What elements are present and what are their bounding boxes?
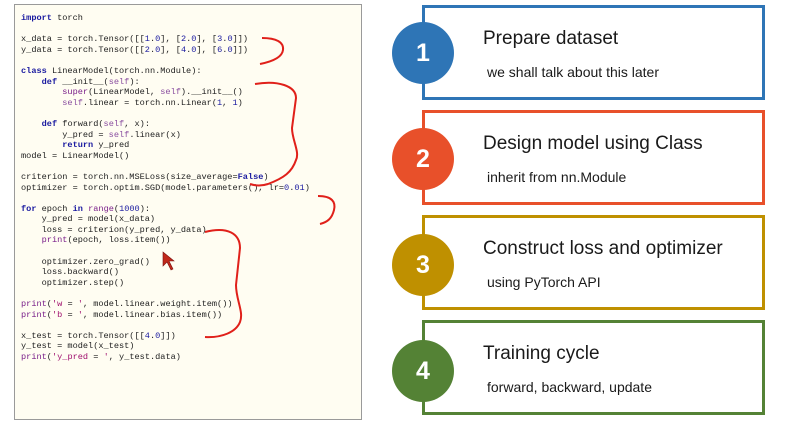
code-line: y_pred = model(x_data) xyxy=(21,214,156,225)
step-card-training-cycle: Training cycle forward, backward, update xyxy=(422,320,765,415)
code-line: x_test = torch.Tensor([[4.0]]) xyxy=(21,330,176,341)
code-line: return y_pred xyxy=(62,140,130,151)
code-line: loss = criterion(y_pred, y_data) xyxy=(21,224,207,235)
code-line: optimizer.step() xyxy=(21,277,125,288)
code-line: for epoch in range(1000): xyxy=(21,203,151,214)
code-line: def forward(self, x): xyxy=(41,118,150,129)
step-subtitle: inherit from nn.Module xyxy=(487,169,627,185)
code-line: model = LinearModel() xyxy=(21,150,130,161)
code-line: optimizer.zero_grad() xyxy=(21,256,150,267)
step-subtitle: using PyTorch API xyxy=(487,274,601,290)
code-panel: import torch x_data = torch.Tensor([[1.0… xyxy=(14,4,362,420)
step-title: Prepare dataset xyxy=(483,28,619,49)
code-line: criterion = torch.nn.MSELoss(size_averag… xyxy=(21,171,269,182)
step-card-prepare-dataset: Prepare dataset we shall talk about this… xyxy=(422,5,765,100)
step-title: Design model using Class xyxy=(483,133,703,154)
code-line: import torch xyxy=(21,13,83,23)
code-block: import torch x_data = torch.Tensor([[1.0… xyxy=(21,13,310,363)
code-line: print(epoch, loss.item()) xyxy=(41,235,171,246)
code-line: y_pred = self.linear(x) xyxy=(21,129,181,140)
step-number-badge: 2 xyxy=(392,128,454,190)
code-line: print('b = ', model.linear.bias.item()) xyxy=(21,309,223,320)
code-line: print('y_pred = ', y_test.data) xyxy=(21,352,181,362)
step-number-badge: 3 xyxy=(392,234,454,296)
step-subtitle: we shall talk about this later xyxy=(487,64,659,80)
step-card-design-model: Design model using Class inherit from nn… xyxy=(422,110,765,205)
step-card-construct-loss: Construct loss and optimizer using PyTor… xyxy=(422,215,765,310)
code-line: print('w = ', model.linear.weight.item()… xyxy=(21,299,233,310)
code-line: class LinearModel(torch.nn.Module): xyxy=(21,65,202,76)
step-number-badge: 4 xyxy=(392,340,454,402)
code-line: self.linear = torch.nn.Linear(1, 1) xyxy=(62,97,243,108)
code-line: def __init__(self): xyxy=(41,76,140,87)
code-line: optimizer = torch.optim.SGD(model.parame… xyxy=(21,182,310,193)
code-line: loss.backward() xyxy=(21,267,119,278)
code-line: x_data = torch.Tensor([[1.0], [2.0], [3.… xyxy=(21,34,249,45)
step-title: Training cycle xyxy=(483,343,600,364)
code-line: y_data = torch.Tensor([[2.0], [4.0], [6.… xyxy=(21,44,249,55)
step-number-badge: 1 xyxy=(392,22,454,84)
code-line: y_test = model(x_test) xyxy=(21,341,135,352)
code-line: super(LinearModel, self).__init__() xyxy=(62,87,243,98)
step-subtitle: forward, backward, update xyxy=(487,379,652,395)
step-title: Construct loss and optimizer xyxy=(483,238,723,259)
